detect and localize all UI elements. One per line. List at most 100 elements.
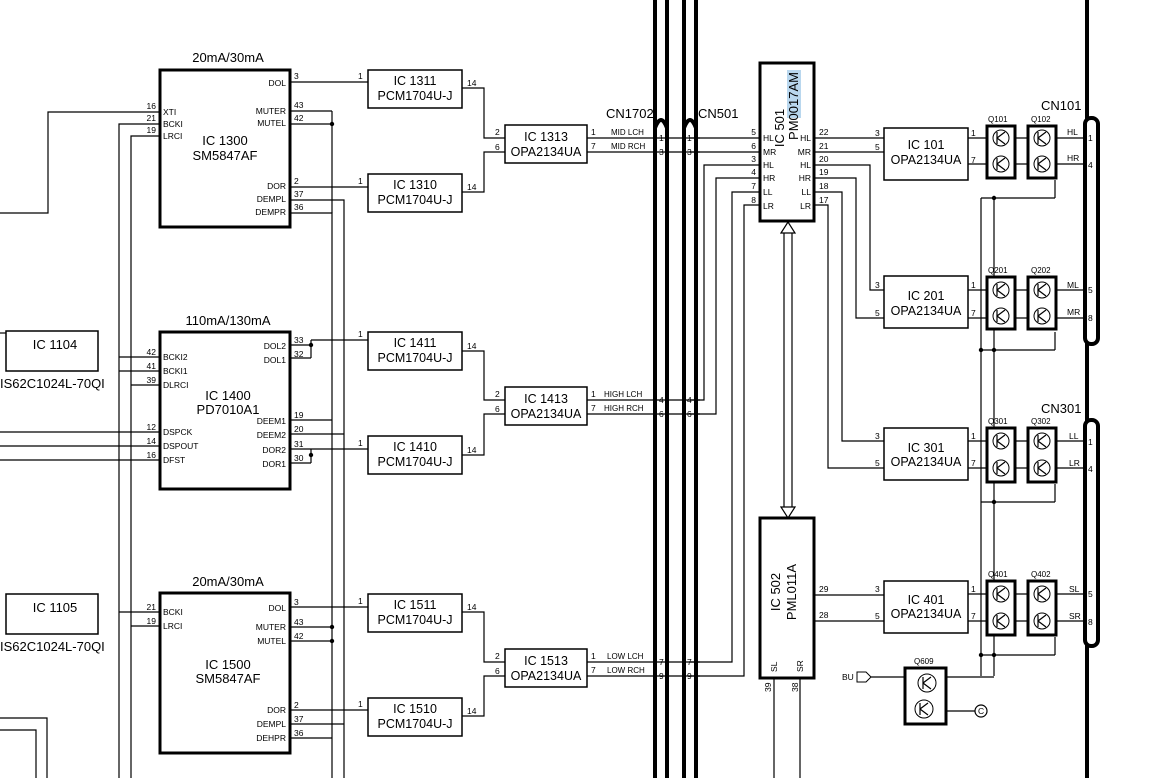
svg-text:LOW LCH: LOW LCH bbox=[607, 652, 644, 661]
pin-name: XTI bbox=[163, 107, 176, 117]
svg-text:HIGH LCH: HIGH LCH bbox=[604, 390, 642, 399]
svg-text:8: 8 bbox=[751, 195, 756, 205]
pin-num: 30 bbox=[294, 453, 304, 463]
svg-text:PCM1704U-J: PCM1704U-J bbox=[377, 89, 452, 103]
q102-pack: Q102 bbox=[1026, 115, 1058, 180]
pin-num: 19 bbox=[147, 125, 157, 135]
svg-text:1: 1 bbox=[687, 133, 692, 143]
svg-text:OPA2134UA: OPA2134UA bbox=[891, 304, 962, 318]
output-amp-wires bbox=[814, 137, 884, 622]
q301-pack: Q301 bbox=[985, 417, 1017, 484]
svg-text:7: 7 bbox=[751, 181, 756, 191]
svg-text:LOW RCH: LOW RCH bbox=[607, 666, 645, 675]
svg-text:6: 6 bbox=[495, 666, 500, 676]
svg-text:7: 7 bbox=[591, 403, 596, 413]
svg-text:PCM1704U-J: PCM1704U-J bbox=[377, 193, 452, 207]
svg-text:IC 1513: IC 1513 bbox=[524, 654, 568, 668]
svg-text:1: 1 bbox=[358, 329, 363, 339]
pin-name: DOR2 bbox=[262, 445, 286, 455]
svg-text:PCM1704U-J: PCM1704U-J bbox=[377, 455, 452, 469]
pin-name: MUTEL bbox=[257, 118, 286, 128]
svg-text:Q401: Q401 bbox=[988, 570, 1008, 579]
ic1500-ref: IC 1500 bbox=[205, 657, 251, 672]
pin-num: 36 bbox=[294, 728, 304, 738]
ic1300-ref: IC 1300 bbox=[202, 133, 248, 148]
pin-name: BCKI1 bbox=[163, 366, 188, 376]
pin-name: DEMPL bbox=[257, 194, 287, 204]
svg-text:IC 1511: IC 1511 bbox=[394, 598, 437, 612]
cn501-connector: CN501 1 3 4 6 7 9 bbox=[682, 0, 738, 778]
cn101-label: CN101 bbox=[1041, 98, 1081, 113]
svg-text:3: 3 bbox=[875, 584, 880, 594]
svg-text:5: 5 bbox=[751, 127, 756, 137]
svg-text:14: 14 bbox=[467, 182, 477, 192]
svg-text:3: 3 bbox=[659, 147, 664, 157]
svg-text:1: 1 bbox=[591, 389, 596, 399]
q401-pack: Q401 bbox=[985, 570, 1017, 637]
svg-text:Q302: Q302 bbox=[1031, 417, 1051, 426]
pin-num: 42 bbox=[294, 631, 304, 641]
svg-text:7: 7 bbox=[687, 657, 692, 667]
cn301-connector: CN301 LL LR SL SR 1 4 5 8 bbox=[1041, 401, 1100, 648]
ic501-ic502-link-arrow bbox=[779, 220, 797, 520]
svg-text:PCM1704U-J: PCM1704U-J bbox=[377, 717, 452, 731]
svg-text:OPA2134UA: OPA2134UA bbox=[511, 145, 582, 159]
pin-name: MUTER bbox=[256, 106, 286, 116]
svg-text:7: 7 bbox=[659, 657, 664, 667]
pin-name: DOL2 bbox=[264, 341, 286, 351]
pin-num: 42 bbox=[147, 347, 157, 357]
svg-text:IC 301: IC 301 bbox=[908, 441, 945, 455]
pin-num: 19 bbox=[294, 410, 304, 420]
dac-ic1410: IC 1410 PCM1704U-J 1 14 bbox=[358, 435, 477, 475]
ic501-part: PM0017AM bbox=[786, 72, 801, 140]
svg-text:Q201: Q201 bbox=[988, 266, 1008, 275]
svg-text:5: 5 bbox=[875, 611, 880, 621]
svg-text:7: 7 bbox=[971, 308, 976, 318]
pin-num: 3 bbox=[294, 597, 299, 607]
svg-text:9: 9 bbox=[687, 671, 692, 681]
dac-ic1411: IC 1411 PCM1704U-J 1 14 bbox=[358, 329, 477, 371]
ic1500-part: SM5847AF bbox=[195, 671, 260, 686]
svg-text:4: 4 bbox=[1088, 160, 1093, 170]
svg-text:HR: HR bbox=[763, 173, 775, 183]
pin-name: DLRCI bbox=[163, 380, 189, 390]
cn501-label: CN501 bbox=[698, 106, 738, 121]
svg-text:1: 1 bbox=[358, 699, 363, 709]
ic502-ref: IC 502 bbox=[768, 573, 783, 611]
svg-text:3: 3 bbox=[875, 128, 880, 138]
svg-text:LR: LR bbox=[1069, 458, 1080, 468]
pin-num: 19 bbox=[147, 616, 157, 626]
svg-text:3: 3 bbox=[751, 154, 756, 164]
svg-text:18: 18 bbox=[819, 181, 829, 191]
ic1400-current: 110mA/130mA bbox=[185, 313, 270, 328]
svg-text:HL: HL bbox=[800, 133, 811, 143]
svg-text:MID LCH: MID LCH bbox=[611, 128, 644, 137]
pin-num: 21 bbox=[147, 602, 157, 612]
svg-text:IC 101: IC 101 bbox=[908, 138, 945, 152]
pin-num: 16 bbox=[147, 101, 157, 111]
svg-text:Q402: Q402 bbox=[1031, 570, 1051, 579]
svg-text:HL: HL bbox=[800, 160, 811, 170]
pin-num: 43 bbox=[294, 617, 304, 627]
pin-name: DSPCK bbox=[163, 427, 193, 437]
svg-text:IC 401: IC 401 bbox=[908, 593, 945, 607]
pin-name: DSPOUT bbox=[163, 441, 198, 451]
q609-block: Q609 BU C bbox=[842, 657, 994, 726]
pin-num: 43 bbox=[294, 100, 304, 110]
svg-text:5: 5 bbox=[875, 458, 880, 468]
pin-num: 16 bbox=[147, 450, 157, 460]
svg-text:MR: MR bbox=[1067, 307, 1080, 317]
pin-name: LRCI bbox=[163, 621, 182, 631]
pin-name: DEEM2 bbox=[257, 430, 287, 440]
ic1400-block: 110mA/130mA IC 1400 PD7010A1 BCKI2 BCKI1… bbox=[147, 313, 304, 491]
svg-text:4: 4 bbox=[687, 395, 692, 405]
svg-text:7: 7 bbox=[971, 155, 976, 165]
svg-text:6: 6 bbox=[751, 141, 756, 151]
svg-text:3: 3 bbox=[687, 147, 692, 157]
svg-text:SL: SL bbox=[769, 661, 779, 672]
pin-num: 3 bbox=[294, 71, 299, 81]
svg-text:5: 5 bbox=[1088, 285, 1093, 295]
outamp-ic201: IC 201 OPA2134UA 3 5 1 7 bbox=[875, 275, 976, 329]
svg-text:1: 1 bbox=[971, 128, 976, 138]
ic502-block: IC 502 PML011A SL SR 39 38 29 28 bbox=[758, 516, 829, 778]
